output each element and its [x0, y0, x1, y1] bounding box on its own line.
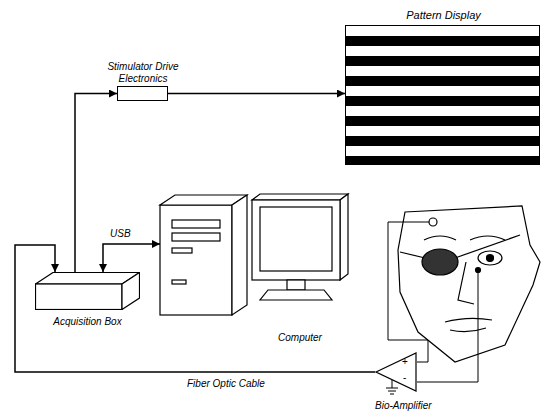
node-label: Stimulator Drive Electronics — [93, 61, 193, 84]
monitor-frame — [252, 200, 340, 280]
face-illustration — [398, 206, 540, 362]
pattern-display: Pattern Display — [345, 25, 540, 165]
drive-bay — [172, 220, 220, 228]
edge-label: Fiber Optic Cable — [185, 378, 267, 390]
computer: Computer — [160, 198, 348, 318]
connector — [75, 94, 117, 273]
electrode-wire — [417, 272, 478, 382]
eyebrow — [470, 236, 505, 240]
node-label: Computer — [250, 332, 350, 344]
mouth — [445, 318, 492, 322]
electrode-wire — [388, 222, 429, 362]
node-label: Acquisition Box — [35, 316, 140, 328]
drive-slot — [172, 280, 186, 284]
face-outline — [398, 206, 540, 362]
connector — [15, 245, 375, 372]
ground-wire — [392, 380, 393, 388]
box-shape — [35, 272, 140, 310]
ground-symbol — [386, 388, 398, 389]
amplifier-triangle — [375, 352, 417, 392]
pin-sign: + — [402, 356, 408, 368]
tower-front — [160, 205, 232, 315]
bio-amplifier: Bio-Amplifier+- — [375, 352, 417, 392]
ground-symbol — [390, 394, 394, 395]
eye-patch — [422, 249, 458, 275]
node-label: Pattern Display — [346, 9, 541, 22]
monitor-side — [340, 194, 348, 280]
lower-lip — [450, 328, 486, 332]
monitor-top — [252, 194, 348, 200]
node-label: Bio-Amplifier — [375, 400, 432, 412]
eye — [478, 251, 502, 265]
drive-electronics-box: Stimulator Drive Electronics — [117, 86, 168, 101]
tower-side — [232, 195, 247, 315]
computer-illustration — [160, 194, 348, 315]
eyebrow — [424, 236, 456, 240]
electrode — [429, 218, 437, 226]
connector — [168, 93, 345, 95]
pupil — [487, 255, 494, 262]
pin-sign: - — [403, 372, 406, 384]
drive-slot — [172, 248, 192, 253]
patch-strap — [400, 252, 425, 258]
ground-symbol — [388, 391, 396, 392]
edge-label: USB — [108, 228, 133, 240]
acquisition-box: Acquisition Box — [35, 272, 140, 310]
connector — [103, 244, 160, 272]
drive-bay — [172, 233, 220, 241]
monitor-stand — [287, 280, 305, 290]
monitor-screen — [260, 207, 332, 271]
nose — [458, 262, 474, 304]
electrode — [476, 268, 481, 273]
monitor-base — [260, 290, 332, 300]
